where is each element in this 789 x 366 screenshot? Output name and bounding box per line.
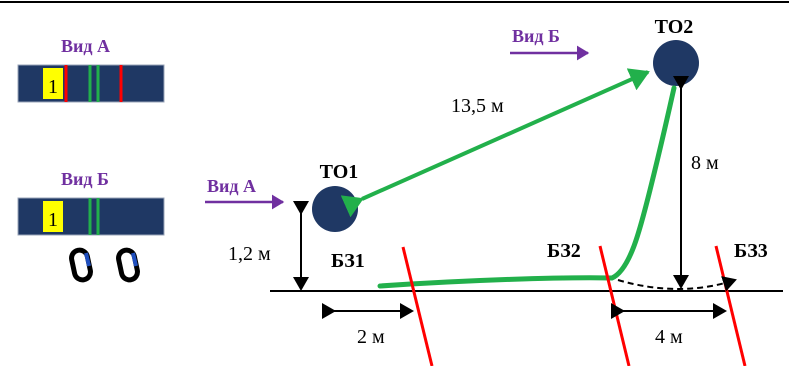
label-dist-2m: 2 м (357, 326, 385, 348)
rope-number-b: 1 (48, 209, 58, 231)
label-bz2: БЗ2 (547, 240, 581, 262)
dashed-swing-path (617, 276, 737, 292)
rope-number-badge-b (43, 201, 63, 232)
rope-path (377, 85, 677, 289)
label-bz3: БЗ3 (734, 240, 768, 262)
label-height-to1: 1,2 м (228, 243, 271, 265)
carabiner-icon-right (116, 247, 140, 283)
label-to2: ТО2 (655, 16, 694, 38)
view-a-arrow-label: Вид А (207, 176, 256, 196)
anchor-to2 (653, 40, 699, 86)
label-dist-4m: 4 м (655, 326, 683, 348)
label-to1: ТО1 (320, 161, 359, 183)
rope-number-a: 1 (48, 76, 58, 98)
view-b-arrow-label: Вид Б (512, 26, 560, 46)
view-b-title: Вид Б (61, 169, 109, 189)
label-dist-to1-to2: 13,5 м (451, 95, 504, 117)
label-height-to2: 8 м (691, 152, 719, 174)
label-bz1: БЗ1 (331, 250, 365, 272)
distance-arrow-to1-to2 (340, 68, 650, 218)
belay-zone-line-bz3 (714, 245, 747, 366)
rope-strip-view-b: 1 (17, 197, 165, 236)
anchor-to1 (312, 186, 358, 232)
view-a-title: Вид А (61, 36, 110, 56)
rope-number-badge-a (43, 68, 63, 99)
rope-strip-view-a: 1 (17, 64, 165, 103)
belay-zone-line-bz1 (401, 246, 434, 366)
carabiner-icon-left (69, 247, 93, 283)
